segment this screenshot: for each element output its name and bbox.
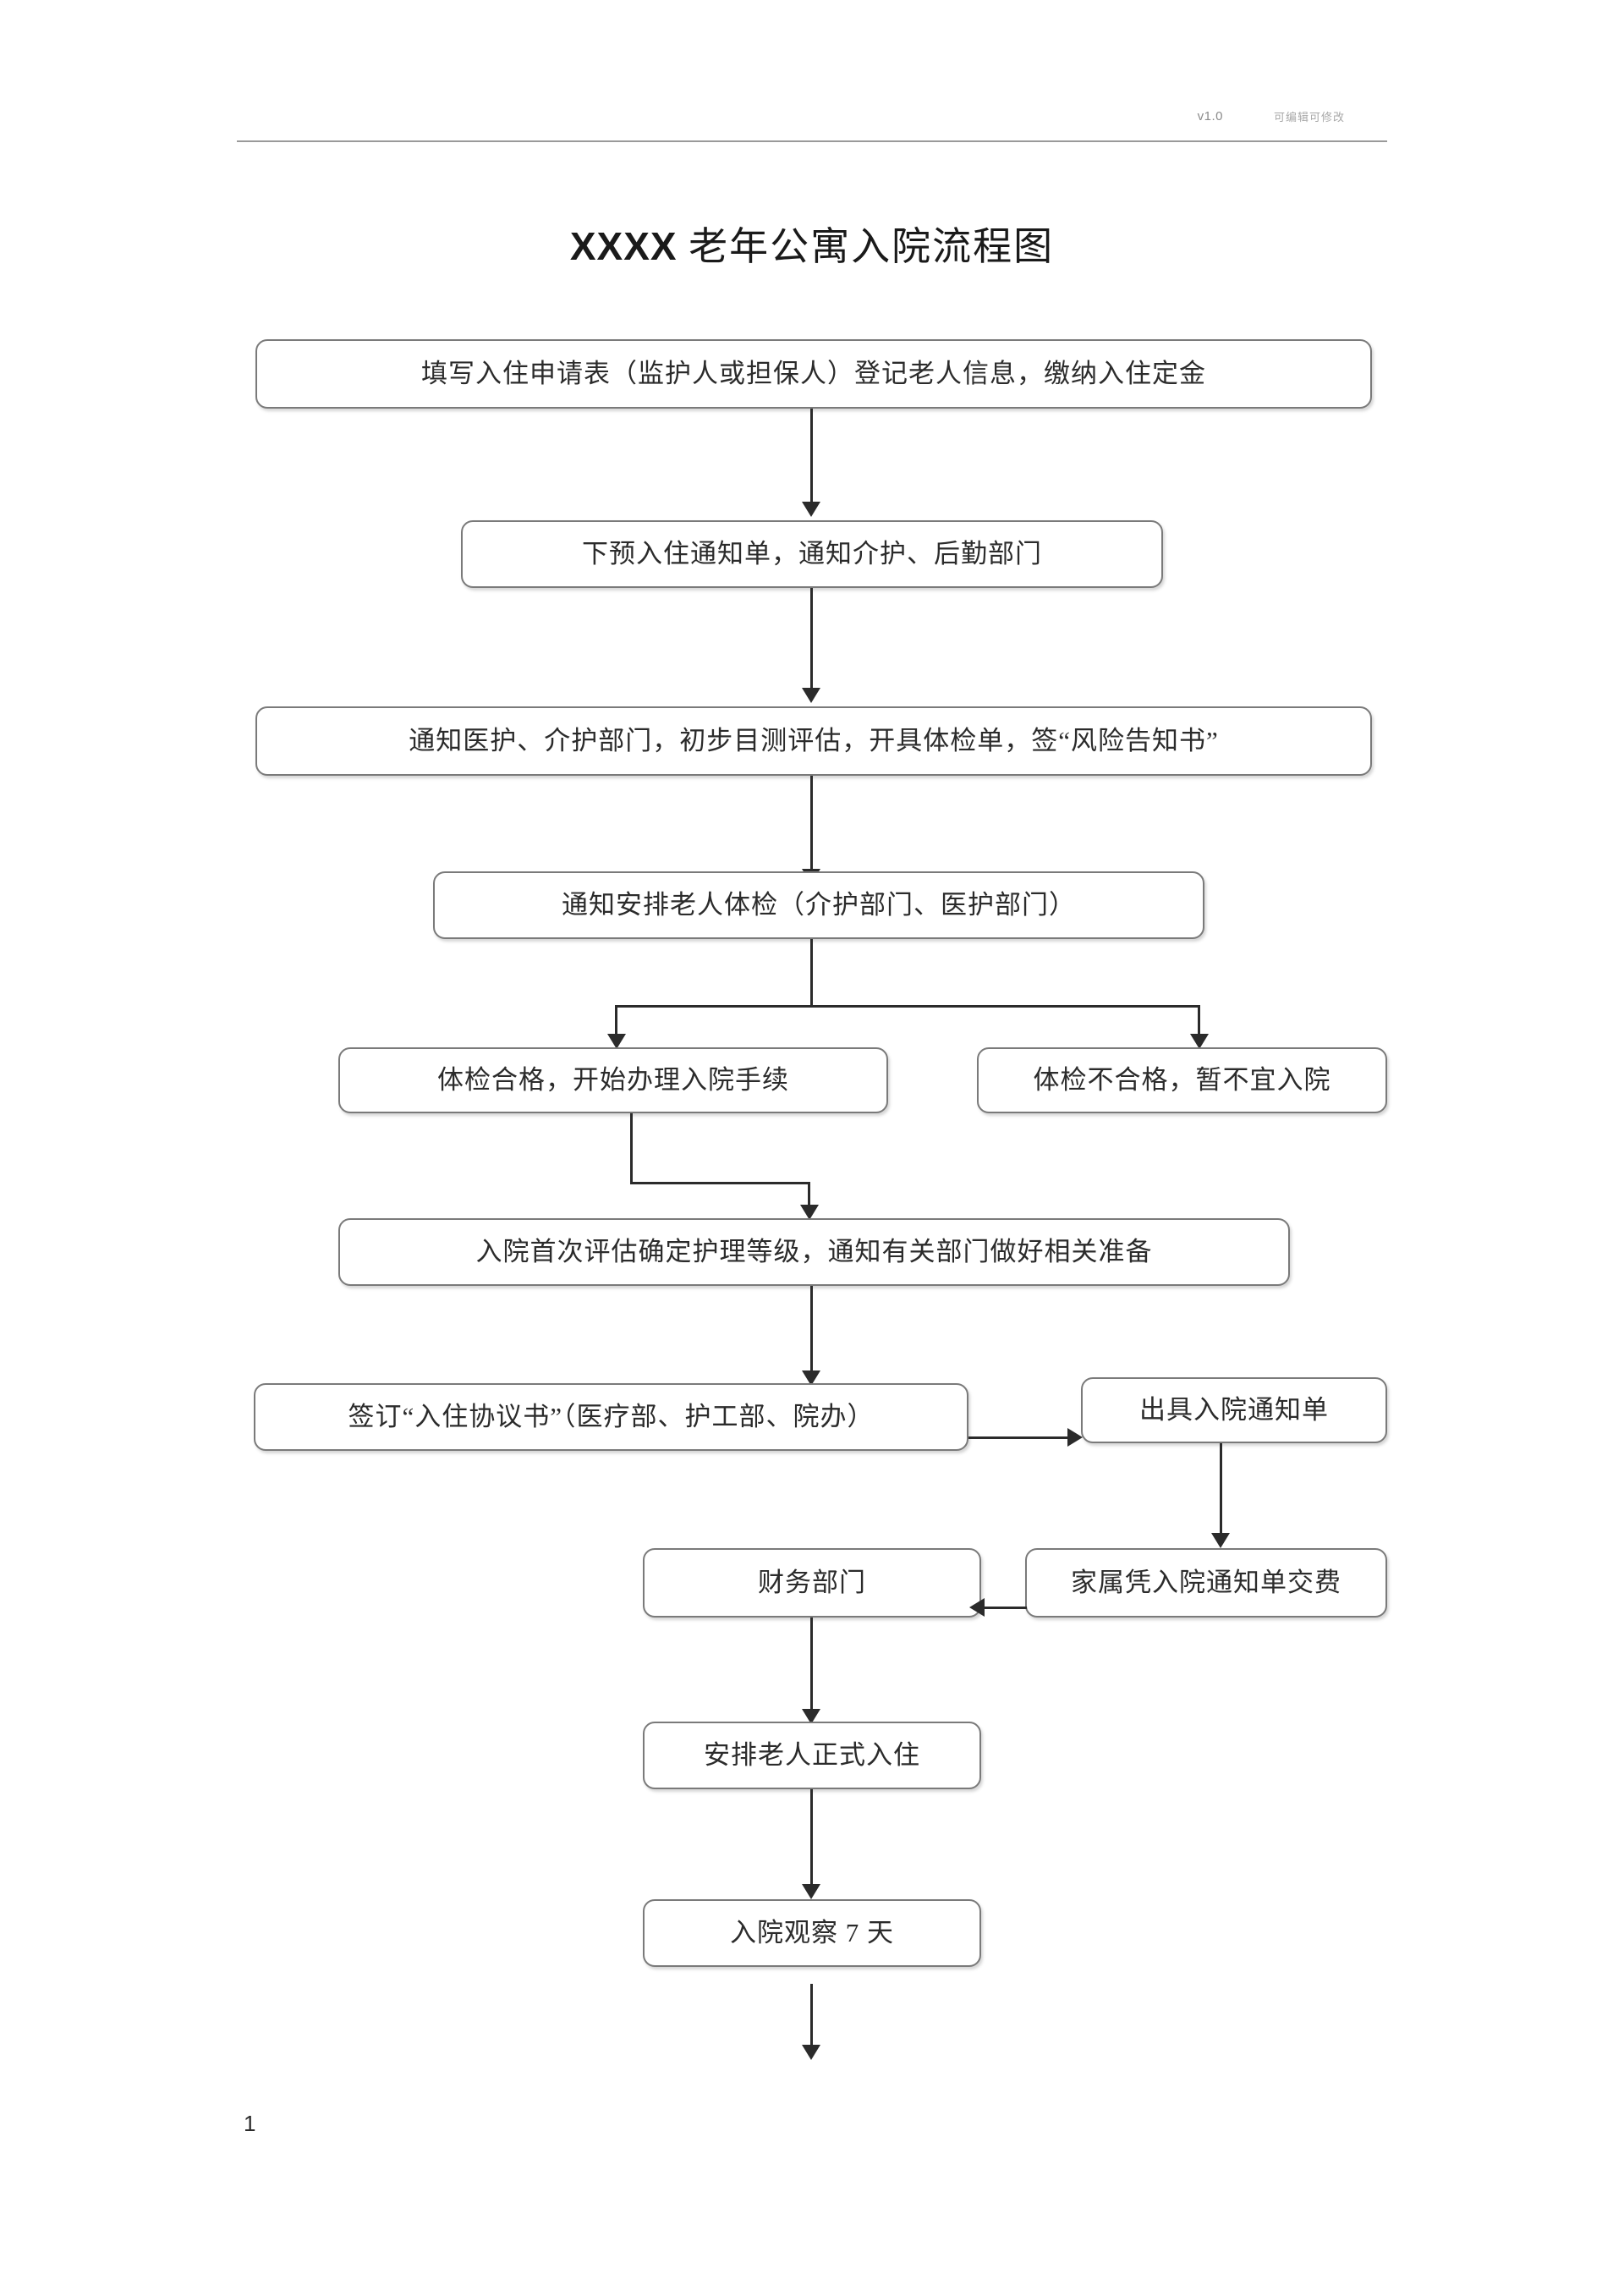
flow-node-label: 家属凭入院通知单交费 <box>1071 1567 1341 1597</box>
flow-node-medical-assessment[interactable]: 通知医护、介护部门，初步目测评估，开具体检单，签“风险告知书” <box>255 706 1372 776</box>
arrow-n1-n2 <box>802 502 820 517</box>
connector-n7-n8 <box>968 1436 1077 1439</box>
flow-node-issue-admission-notice[interactable]: 出具入院通知单 <box>1081 1377 1387 1443</box>
connector-n4-split-left-drop <box>615 1005 617 1041</box>
connector-n1-n2 <box>810 409 813 502</box>
page-title-latin: XXXX <box>569 224 678 268</box>
flow-node-label: 体检合格，开始办理入院手续 <box>437 1064 789 1095</box>
page-header: v1.0 可编辑可修改 <box>237 102 1387 152</box>
header-note-label: 可编辑可修改 <box>1273 110 1345 124</box>
page-number-label: 1 <box>244 2111 256 2136</box>
flow-node-label: 通知安排老人体检（介护部门、医护部门） <box>562 889 1076 920</box>
connector-n5a-n6-across <box>630 1182 810 1184</box>
flow-node-label: 通知医护、介护部门，初步目测评估，开具体检单，签“风险告知书” <box>409 725 1219 755</box>
flow-node-exam-passed[interactable]: 体检合格，开始办理入院手续 <box>338 1047 888 1113</box>
connector-n4-split-right-drop <box>1198 1005 1200 1041</box>
arrow-n5a-n6 <box>800 1205 819 1220</box>
flow-node-family-payment[interactable]: 家属凭入院通知单交费 <box>1025 1548 1387 1618</box>
flow-node-initial-care-level[interactable]: 入院首次评估确定护理等级，通知有关部门做好相关准备 <box>338 1218 1290 1286</box>
arrow-n8-n10 <box>1211 1533 1230 1548</box>
flow-node-arrange-physical-exam[interactable]: 通知安排老人体检（介护部门、医护部门） <box>433 871 1204 939</box>
connector-n5a-n6-down2 <box>808 1182 810 1209</box>
arrow-n4-n5a <box>607 1034 626 1049</box>
arrow-n4-n5b <box>1190 1034 1209 1049</box>
arrow-n6-n7 <box>802 1370 820 1386</box>
flow-node-label: 填写入住申请表（监护人或担保人）登记老人信息，缴纳入住定金 <box>421 358 1206 388</box>
arrow-n10-n9 <box>969 1598 985 1617</box>
flow-node-label: 入院观察 7 天 <box>730 1917 894 1947</box>
arrow-n9-n11 <box>802 1709 820 1724</box>
header-meta: v1.0 可编辑可修改 <box>237 102 1387 130</box>
connector-n4-split-stem <box>810 939 813 1005</box>
connector-n5a-n6-down1 <box>630 1113 633 1184</box>
header-version-label: v1.0 <box>1197 108 1223 124</box>
flow-node-label: 财务部门 <box>758 1567 866 1597</box>
connector-n2-n3 <box>810 588 813 688</box>
connector-n11-n12 <box>810 1789 813 1884</box>
arrow-n11-n12 <box>802 1884 820 1899</box>
arrow-n12-dangling <box>802 2045 820 2060</box>
page-title-chinese: 老年公寓入院流程图 <box>689 225 1055 268</box>
flow-node-observation-7-days[interactable]: 入院观察 7 天 <box>643 1899 981 1967</box>
connector-n3-n4 <box>810 776 813 869</box>
flow-node-label: 出具入院通知单 <box>1139 1394 1329 1425</box>
flow-node-label: 签订“入住协议书”（医疗部、护工部、院办） <box>348 1401 875 1431</box>
page-title: XXXX 老年公寓入院流程图 <box>0 216 1624 272</box>
connector-n4-split-bar <box>615 1005 1200 1008</box>
flow-node-label: 下预入住通知单，通知介护、后勤部门 <box>582 538 1042 569</box>
connector-n6-n7 <box>810 1286 813 1370</box>
flow-node-application-form[interactable]: 填写入住申请表（监护人或担保人）登记老人信息，缴纳入住定金 <box>255 339 1372 409</box>
flow-node-label: 安排老人正式入住 <box>704 1739 920 1770</box>
flow-node-formal-admission[interactable]: 安排老人正式入住 <box>643 1722 981 1789</box>
connector-n8-n10 <box>1220 1443 1222 1533</box>
flow-node-finance-department[interactable]: 财务部门 <box>643 1548 981 1618</box>
flow-node-label: 体检不合格，暂不宜入院 <box>1033 1064 1331 1095</box>
flow-node-sign-agreement[interactable]: 签订“入住协议书”（医疗部、护工部、院办） <box>254 1383 968 1451</box>
flow-node-label: 入院首次评估确定护理等级，通知有关部门做好相关准备 <box>475 1236 1153 1266</box>
flow-node-pre-admission-notice[interactable]: 下预入住通知单，通知介护、后勤部门 <box>461 520 1163 588</box>
connector-n9-n11 <box>810 1618 813 1709</box>
header-divider <box>237 140 1387 142</box>
connector-n12-dangling <box>810 1984 813 2045</box>
arrow-n2-n3 <box>802 688 820 703</box>
connector-n10-n9 <box>981 1607 1027 1609</box>
flow-node-exam-failed[interactable]: 体检不合格，暂不宜入院 <box>977 1047 1387 1113</box>
arrow-n7-n8 <box>1067 1428 1083 1447</box>
